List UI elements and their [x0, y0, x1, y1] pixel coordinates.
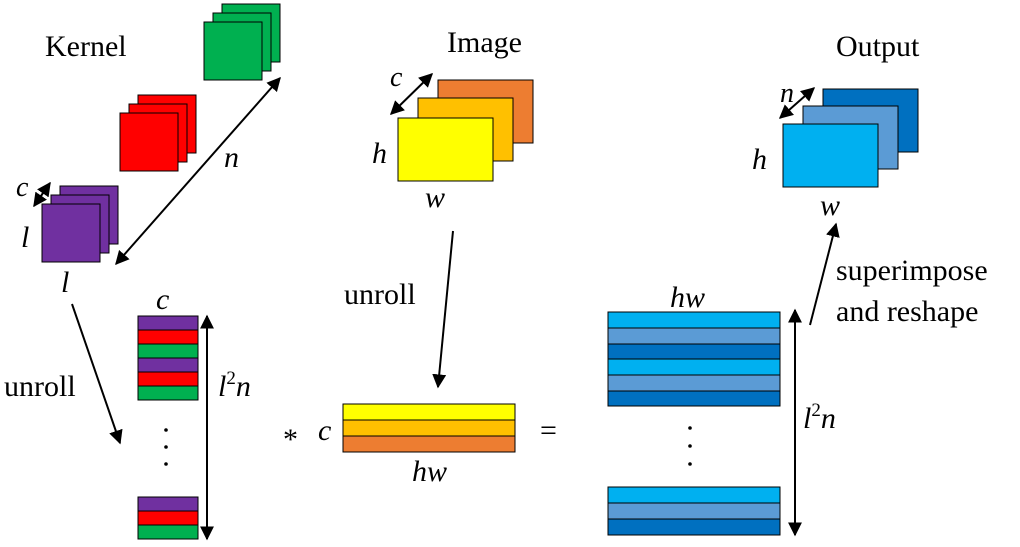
output-h-label: h	[752, 143, 767, 176]
omatrix-l2n-label: l2n	[803, 400, 836, 435]
kernel-matrix	[137, 315, 199, 540]
output-title: Output	[836, 30, 920, 63]
kmatrix-l2n-label: l2n	[218, 368, 251, 403]
kernel-n-label: n	[224, 141, 239, 174]
image-matrix	[342, 403, 516, 453]
kernel-c-label: c	[16, 172, 29, 203]
kernel-n-arrow	[115, 76, 281, 266]
image-w-label: w	[425, 181, 445, 214]
multiply-sign: *	[283, 423, 298, 456]
image-h-label: h	[372, 137, 387, 170]
kmatrix-ellipsis	[164, 428, 168, 466]
equals-sign: =	[540, 414, 557, 447]
kernel-red-stack	[119, 94, 197, 172]
kernel-c-arrow	[33, 181, 51, 208]
kernel-green-stack	[203, 3, 281, 81]
output-matrix	[607, 311, 781, 536]
superimpose-arrow	[809, 222, 840, 326]
unroll-left-label: unroll	[4, 370, 76, 403]
unroll-left-arrow	[71, 303, 123, 445]
kmatrix-c-label: c	[156, 283, 169, 316]
imatrix-c-label: c	[318, 414, 331, 447]
image-stack	[397, 79, 534, 182]
output-n-label: n	[780, 78, 794, 109]
kernel-l-bottom-label: l	[61, 266, 69, 299]
omatrix-ellipsis	[688, 426, 692, 466]
image-c-arrow	[389, 73, 434, 115]
unroll-mid-arrow	[432, 230, 454, 389]
kernel-l-side-label: l	[21, 221, 29, 254]
superimpose-label-line2: and reshape	[836, 295, 978, 328]
omatrix-hw-label: hw	[670, 281, 705, 314]
imatrix-hw-label: hw	[412, 455, 447, 488]
kernel-purple-stack	[41, 185, 119, 263]
output-n-arrow	[778, 87, 816, 119]
image-title: Image	[447, 26, 522, 59]
output-stack	[782, 88, 919, 188]
kernel-title: Kernel	[45, 30, 127, 63]
image-c-label: c	[390, 62, 403, 93]
unroll-mid-label: unroll	[344, 278, 416, 311]
output-w-label: w	[820, 189, 840, 222]
superimpose-label-line1: superimpose	[836, 254, 988, 287]
